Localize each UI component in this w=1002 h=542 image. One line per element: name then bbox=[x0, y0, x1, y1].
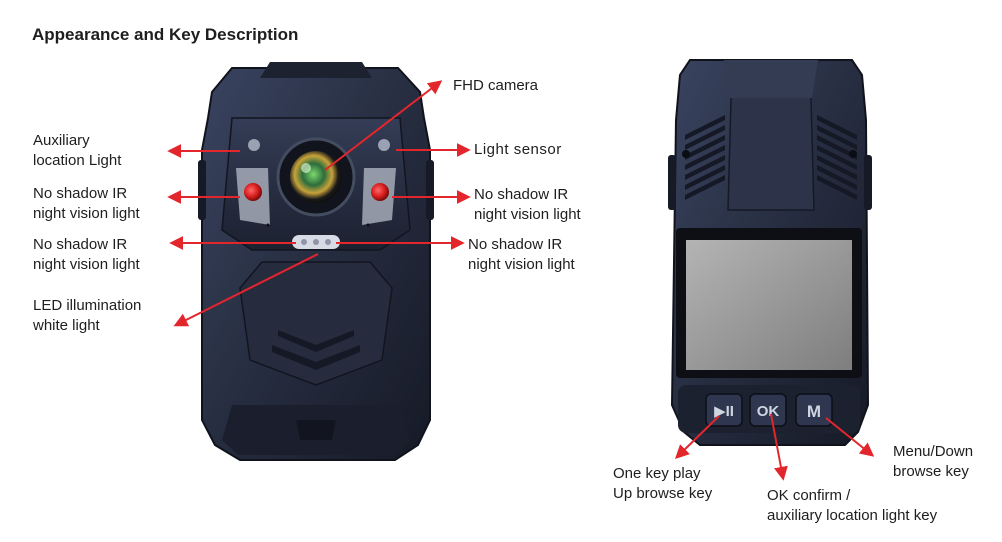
back-device bbox=[668, 59, 872, 446]
back-screw-tl bbox=[682, 150, 690, 158]
label-ir-right-upper: No shadow IR night vision light bbox=[474, 186, 581, 223]
camera-lens bbox=[290, 151, 342, 203]
label-ir-left-lower: No shadow IR night vision light bbox=[33, 236, 140, 273]
menu-key-label: M bbox=[807, 402, 821, 421]
front-bottom-notch bbox=[296, 420, 336, 440]
arrow-fhd-camera bbox=[324, 80, 443, 171]
back-left-grip bbox=[668, 155, 676, 210]
label-ok-key: OK confirm / auxiliary location light ke… bbox=[767, 487, 938, 524]
ir-light-left bbox=[244, 183, 262, 201]
play-key[interactable]: ▶II bbox=[705, 393, 743, 427]
label-ir-left-upper: No shadow IR night vision light bbox=[33, 185, 140, 222]
screen-display bbox=[686, 240, 852, 370]
aux-location-light bbox=[248, 139, 260, 151]
front-chevron-vent-1 bbox=[272, 345, 360, 370]
front-mic-right bbox=[366, 223, 370, 227]
label-ir-right-lower: No shadow IR night vision light bbox=[468, 236, 575, 273]
ir-light-right bbox=[371, 183, 389, 201]
camera-lens-glint bbox=[301, 163, 311, 173]
ok-key[interactable]: OK bbox=[749, 393, 787, 427]
ok-key-label: OK bbox=[757, 403, 780, 420]
arrow-play-key bbox=[674, 415, 720, 459]
label-led-white-light: LED illumination white light bbox=[33, 297, 142, 334]
back-vents-right bbox=[817, 115, 857, 200]
menu-key[interactable]: M bbox=[795, 393, 833, 427]
label-light-sensor: Light sensor bbox=[474, 141, 562, 158]
callout-arrows bbox=[167, 80, 875, 481]
page-title: Appearance and Key Description bbox=[32, 25, 299, 44]
label-aux-location-light: Auxiliary location Light bbox=[33, 132, 122, 169]
back-screw-tr bbox=[849, 150, 857, 158]
front-mic-left bbox=[266, 223, 270, 227]
front-chevron-vent-2 bbox=[278, 330, 354, 352]
label-play-key: One key play Up browse key bbox=[613, 465, 713, 502]
front-left-grip bbox=[198, 160, 206, 220]
led-dot-1 bbox=[301, 239, 307, 245]
arrow-led-white bbox=[173, 253, 319, 327]
front-right-grip bbox=[426, 160, 434, 220]
arrow-ok-key bbox=[770, 413, 788, 481]
led-dot-2 bbox=[313, 239, 319, 245]
front-device bbox=[198, 62, 434, 461]
arrow-menu-key bbox=[825, 417, 875, 457]
back-vents-left bbox=[685, 115, 725, 200]
light-sensor bbox=[378, 139, 390, 151]
led-dot-3 bbox=[325, 239, 331, 245]
back-clip-rail-top bbox=[724, 60, 818, 98]
label-menu-key: Menu/Down browse key bbox=[893, 443, 974, 480]
back-right-grip bbox=[864, 155, 872, 210]
play-key-label: ▶II bbox=[714, 403, 734, 420]
label-fhd-camera: FHD camera bbox=[453, 77, 539, 94]
front-top-ridge bbox=[260, 62, 372, 78]
